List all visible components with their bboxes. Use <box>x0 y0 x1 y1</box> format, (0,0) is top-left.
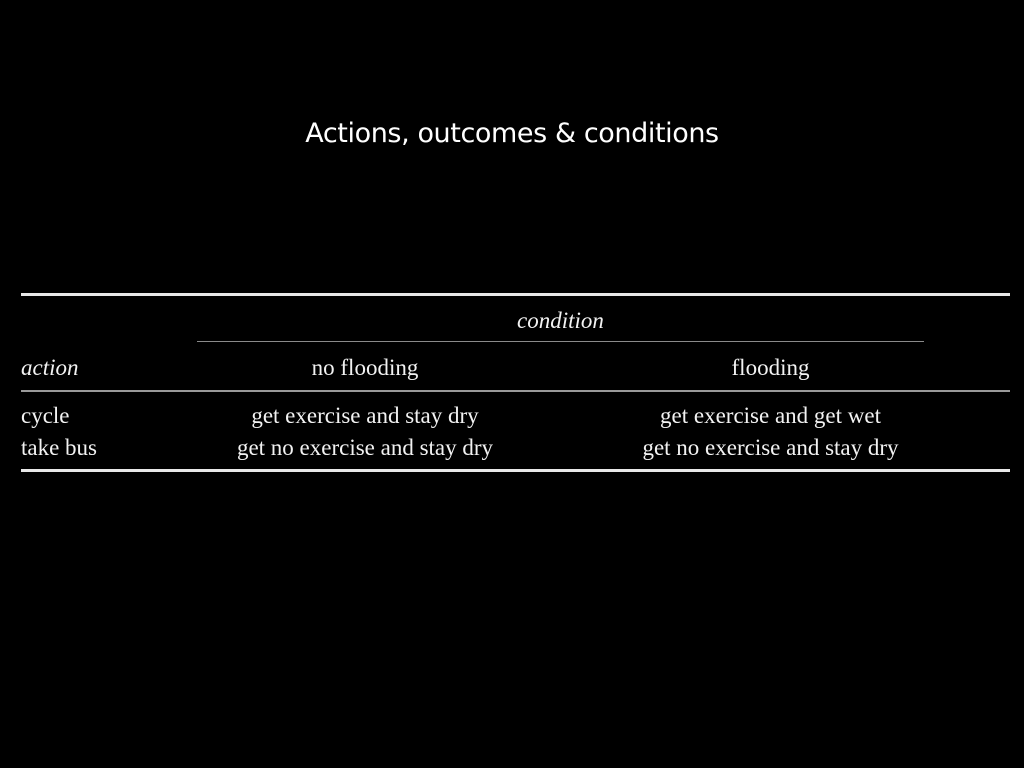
table-bottom-rule <box>21 469 1010 472</box>
condition-header: condition <box>517 308 604 333</box>
condition-underline-rule <box>197 341 924 342</box>
cell-cycle-no-flooding: get exercise and stay dry <box>251 403 479 428</box>
header-rule <box>21 390 1010 392</box>
table-top-rule <box>21 293 1010 296</box>
cell-take-bus-flooding: get no exercise and stay dry <box>642 435 899 460</box>
outcomes-table: condition action no flooding flooding cy… <box>21 293 1010 475</box>
row-label-take-bus: take bus <box>21 435 98 460</box>
cell-cycle-flooding: get exercise and get wet <box>660 403 881 428</box>
action-header: action <box>21 355 79 380</box>
cell-take-bus-no-flooding: get no exercise and stay dry <box>236 435 494 460</box>
column-header-flooding: flooding <box>731 355 810 380</box>
row-label-cycle: cycle <box>21 403 70 428</box>
slide-title: Actions, outcomes & conditions <box>305 118 719 149</box>
column-header-no-flooding: no flooding <box>311 355 419 380</box>
